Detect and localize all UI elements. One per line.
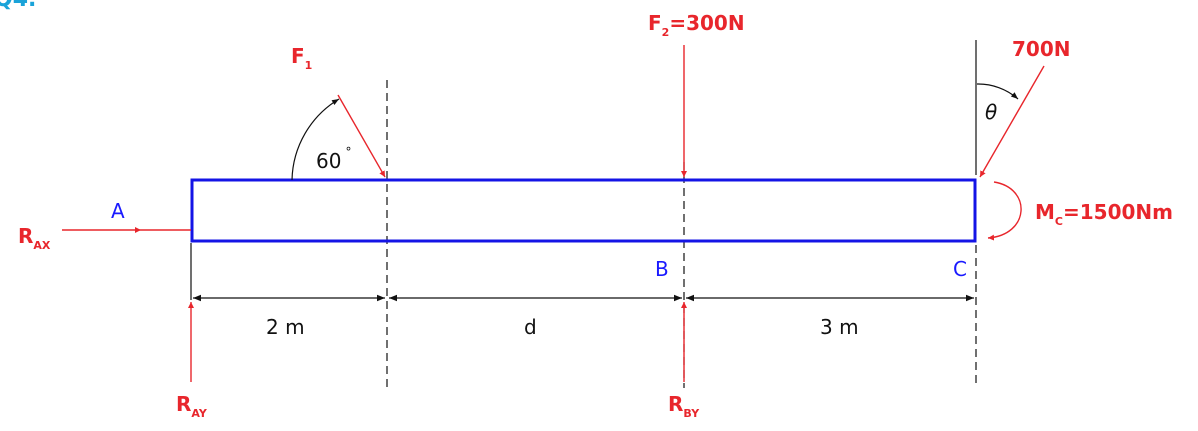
point-c-label: C bbox=[953, 257, 967, 281]
f1-label: F1 bbox=[291, 44, 312, 72]
point-b-label: B bbox=[655, 257, 669, 281]
rax-label: RAX bbox=[18, 224, 51, 252]
f1-angle-arc bbox=[291, 98, 340, 181]
dim-seg2-label: d bbox=[524, 315, 537, 339]
f1-arrow bbox=[337, 94, 386, 178]
moment-label: MC=1500Nm bbox=[1035, 200, 1173, 228]
f3-label: 700N bbox=[1012, 37, 1071, 61]
beam bbox=[190, 178, 977, 243]
ray-label: RAY bbox=[176, 392, 208, 420]
theta-label: θ bbox=[985, 100, 997, 124]
dim-seg3-label: 3 m bbox=[820, 315, 859, 339]
theta-arc bbox=[976, 83, 1019, 100]
rby-label: RBY bbox=[668, 392, 700, 420]
dim-seg1-label: 2 m bbox=[266, 315, 305, 339]
point-a-label: A bbox=[111, 199, 125, 223]
f1-angle-label: 60° bbox=[316, 145, 351, 173]
moment-arc bbox=[987, 181, 1022, 241]
f2-label: F2=300N bbox=[648, 11, 745, 39]
question-number: Q4. bbox=[0, 0, 36, 12]
f3-arrow bbox=[979, 65, 1045, 178]
